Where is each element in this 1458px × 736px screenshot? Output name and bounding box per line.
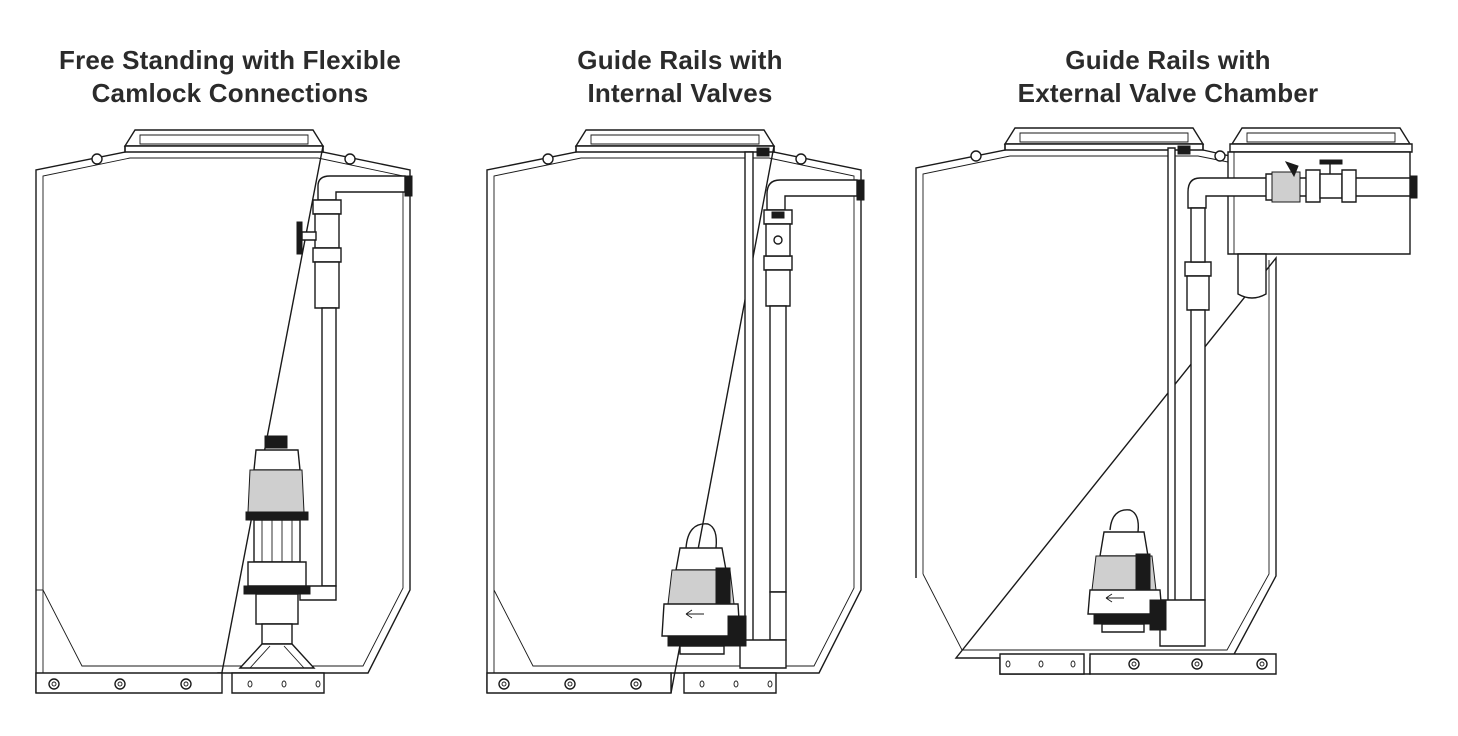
panel-1-title-line-1: Free Standing with Flexible [58, 45, 401, 75]
pipe-icon [300, 176, 412, 600]
panel-1-title: Free Standing with Flexible Camlock Conn… [30, 44, 430, 110]
valve-icon [297, 222, 316, 254]
panel-2-title: Guide Rails with Internal Valves [480, 44, 880, 110]
valve-icon [1266, 160, 1356, 202]
panel-1-title-line-2: Camlock Connections [91, 78, 369, 108]
panel-2-title-line-1: Guide Rails with [577, 45, 783, 75]
tank-outline-icon [487, 130, 861, 693]
valve-chamber-icon [1228, 128, 1417, 298]
panel-3-title: Guide Rails with External Valve Chamber [968, 44, 1368, 110]
panel-2-drawing [487, 130, 864, 693]
panel-2-title-line-2: Internal Valves [587, 78, 773, 108]
pipe-icon [740, 180, 864, 668]
pump-icon [1088, 510, 1166, 632]
panel-3-title-line-1: Guide Rails with [1065, 45, 1271, 75]
pump-icon [662, 524, 746, 654]
panel-3-title-line-2: External Valve Chamber [1017, 78, 1319, 108]
valve-icon [764, 210, 792, 256]
panel-3-drawing [916, 128, 1417, 674]
tank-outline-icon [916, 128, 1276, 674]
tank-outline-icon [36, 130, 410, 693]
pump-icon [240, 436, 314, 668]
guide-rail [1168, 146, 1190, 644]
panel-1-drawing [36, 130, 412, 693]
